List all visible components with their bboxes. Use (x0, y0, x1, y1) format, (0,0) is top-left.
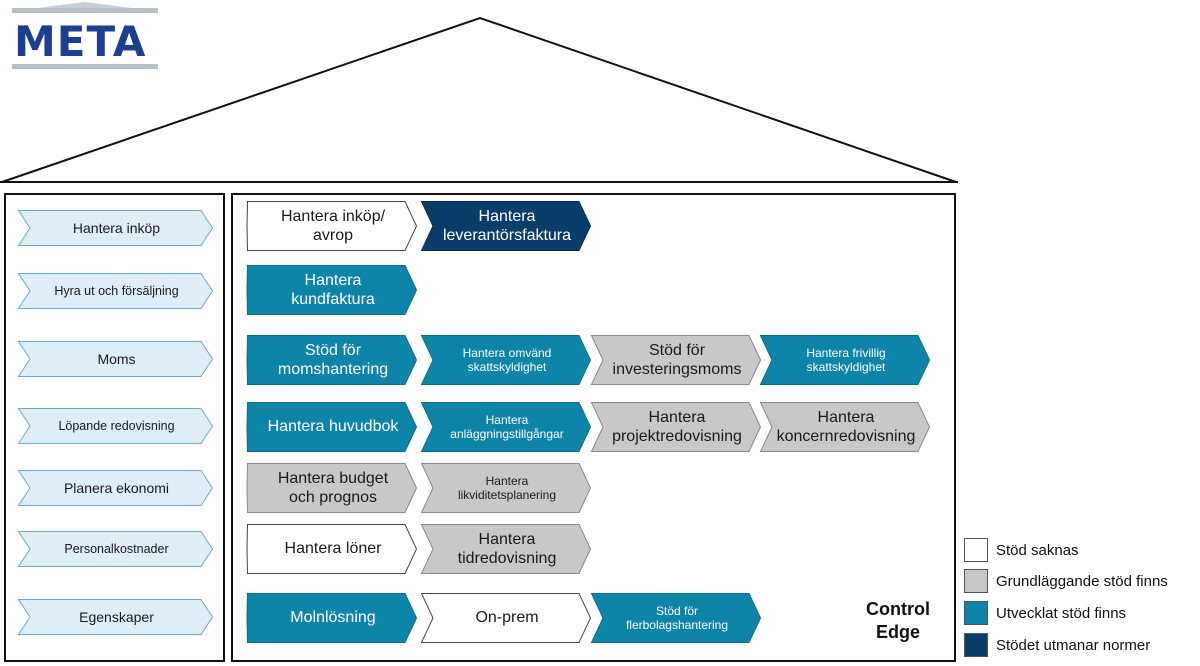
logo-roof-shape (30, 2, 140, 9)
category-label: Löpande redovisning (58, 418, 175, 433)
category-label: Hantera inköp (72, 219, 161, 236)
capability-cell: Stöd för investeringsmoms (590, 335, 762, 385)
capability-cell: Hantera anläggningstillgångar (420, 402, 592, 452)
category-label: Planera ekonomi (63, 479, 170, 496)
capability-cell: Hantera frivillig skattskyldighet (759, 335, 931, 385)
legend-label: Stöd saknas (996, 541, 1079, 559)
capability-cell: Stöd för momshantering (246, 335, 418, 385)
category-label: Moms (97, 350, 136, 367)
logo-base-bar (12, 64, 158, 69)
capability-label: Hantera löner (284, 540, 382, 558)
logo-text: META (14, 17, 147, 66)
legend-label: Utvecklat stöd finns (996, 604, 1127, 622)
capability-label: Hantera frivillig skattskyldighet (806, 345, 886, 374)
legend-item: Stödet utmanar normer (964, 632, 1150, 658)
capability-label: Molnlösning (290, 609, 376, 627)
capability-cell: On-prem (420, 593, 592, 643)
capability-cell: Hantera kundfaktura (246, 265, 418, 315)
capability-label: Hantera projektredovisning (612, 408, 742, 445)
meta-logo: META (10, 2, 160, 72)
capability-cell: Hantera projektredovisning (590, 402, 762, 452)
legend-label: Stödet utmanar normer (996, 636, 1151, 654)
capability-label: Hantera koncernredovisning (776, 408, 916, 445)
legend-swatch (964, 538, 988, 562)
capability-label: Hantera huvudbok (267, 418, 399, 436)
legend-item: Grundläggande stöd finns (964, 568, 1168, 594)
capability-cell: Hantera löner (246, 524, 418, 574)
category-label: Egenskaper (79, 608, 154, 625)
capability-label: Hantera omvänd skattskyldighet (462, 345, 552, 374)
capability-cell: Hantera inköp/ avrop (246, 201, 418, 251)
legend-swatch (964, 569, 988, 593)
capability-label: Hantera anläggningstillgångar (450, 412, 564, 441)
capability-label: Stöd för momshantering (277, 341, 389, 378)
legend-swatch (964, 601, 988, 625)
capability-cell: Hantera omvänd skattskyldighet (420, 335, 592, 385)
category-6: Egenskaper (17, 599, 214, 635)
capability-cell: Molnlösning (246, 593, 418, 643)
vendor-name: Control Edge (866, 599, 930, 642)
capability-cell: Hantera koncernredovisning (759, 402, 931, 452)
category-4: Planera ekonomi (17, 470, 214, 506)
capability-cell: Hantera likviditetsplanering (420, 463, 592, 513)
capability-label: Hantera inköp/ avrop (280, 207, 386, 244)
legend-swatch (964, 633, 988, 657)
capability-label: Hantera tidredovisning (457, 530, 557, 567)
capability-label: On-prem (475, 609, 539, 627)
capability-cell: Hantera huvudbok (246, 402, 418, 452)
capability-label: Hantera likviditetsplanering (457, 473, 557, 502)
category-label: Hyra ut och försäljning (54, 283, 179, 298)
category-5: Personalkostnader (17, 531, 214, 567)
house-roof (0, 16, 958, 183)
category-2: Moms (17, 341, 214, 377)
category-1: Hyra ut och försäljning (17, 273, 214, 309)
legend-item: Stöd saknas (964, 537, 1079, 563)
category-3: Löpande redovisning (17, 408, 214, 444)
capability-label: Stöd för investeringsmoms (612, 341, 742, 378)
category-0: Hantera inköp (17, 210, 214, 246)
logo-roof-bar (12, 8, 158, 13)
category-label: Personalkostnader (64, 541, 169, 556)
capability-grid-frame (231, 193, 956, 662)
capability-label: Hantera kundfaktura (291, 271, 375, 308)
capability-label: Hantera leverantörsfaktura (442, 207, 572, 244)
capability-cell: Hantera tidredovisning (420, 524, 592, 574)
capability-label: Hantera budget och prognos (277, 469, 389, 506)
capability-cell: Hantera budget och prognos (246, 463, 418, 513)
capability-cell: Stöd för flerbolagshantering (590, 593, 762, 643)
category-column-frame (4, 193, 225, 662)
capability-cell: Hantera leverantörsfaktura (420, 201, 592, 251)
legend-item: Utvecklat stöd finns (964, 600, 1126, 626)
legend-label: Grundläggande stöd finns (996, 572, 1168, 590)
capability-label: Stöd för flerbolagshantering (625, 603, 729, 632)
